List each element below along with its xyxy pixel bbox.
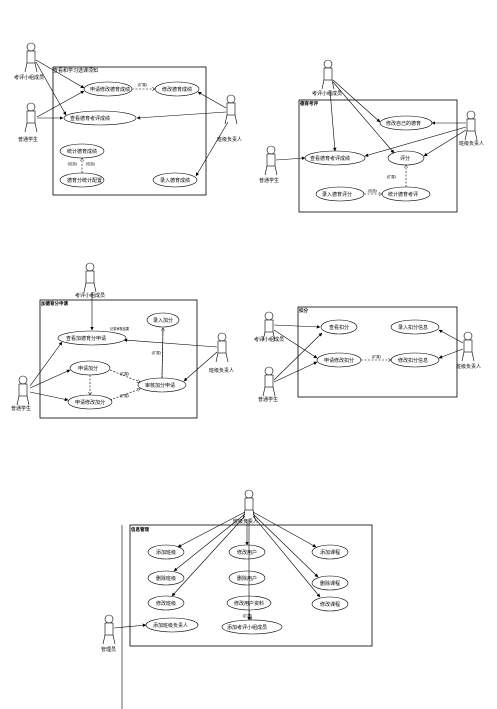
actor-label: 班级负责人 <box>233 518 258 525</box>
relation-label: 《扩展》 <box>385 174 398 179</box>
actor-icon <box>262 311 276 342</box>
use-case-label: 修改用户 <box>237 549 257 556</box>
use-case-label: 修改德育成绩 <box>162 86 192 93</box>
use-case <box>152 172 198 188</box>
actor-icon <box>264 145 278 176</box>
actor-label: 考评小组成员 <box>14 74 44 81</box>
use-case-label: 查看德育考评成绩 <box>70 115 110 122</box>
use-case-label: 修改班级 <box>156 600 176 607</box>
use-case-label: 添加班级 <box>156 549 176 556</box>
use-case <box>63 110 137 126</box>
actor-icon <box>464 110 478 141</box>
diagram-title: 扣分 <box>299 307 308 314</box>
use-case <box>320 319 358 335</box>
use-case <box>147 570 185 586</box>
system-boundary <box>52 66 207 196</box>
relation-label: 《扩展》 <box>150 350 163 355</box>
use-case-label: 德育分统计配置 <box>67 177 102 184</box>
actor-label: 班级负责人 <box>217 136 242 143</box>
actor-label: 普通学生 <box>258 396 278 403</box>
relation-label: 《包括》 <box>66 161 79 166</box>
actor-label: 普通学生 <box>11 405 31 412</box>
use-case-label: 添加课程 <box>320 549 340 556</box>
use-case-label: 统计德育成绩 <box>67 148 97 155</box>
actor-label: 班级负责人 <box>209 367 234 374</box>
use-case-label: 录入德育评分 <box>322 191 352 198</box>
use-case <box>311 544 349 560</box>
diagram-5: 信息管理 班级负责人 管理员 添加班级 删除班级 修改班级 添加班级负责人 修改… <box>101 489 373 709</box>
use-case-label: 查看扣分 <box>329 324 349 331</box>
use-case-label: 修改扣分信息 <box>398 357 428 364</box>
use-case <box>390 319 440 335</box>
actor-label: 考评小组成员 <box>312 90 342 97</box>
diagram-title: 信息管理 <box>131 526 149 533</box>
relation-label: 记录审核结果 <box>110 326 130 331</box>
diagram-1: 查看和学习选课须知 考评小组成员 普通学生 班级负责人 申请修改德育成绩 修改德… <box>14 42 242 196</box>
use-case-label: 添加班级负责人 <box>153 622 188 629</box>
use-case-label: 申请修改扣分 <box>324 357 354 364</box>
use-case-label: 申请修改德育成绩 <box>90 86 130 93</box>
actor-label: 普通学生 <box>18 136 38 143</box>
actor-icon <box>24 42 38 73</box>
relation-label: 《扩展》 <box>136 82 149 87</box>
use-case <box>228 570 266 586</box>
use-case-label: 申请修改加分 <box>75 399 105 406</box>
system-boundary <box>129 524 373 647</box>
diagram-title: 加德育分申请 <box>40 300 68 307</box>
relation-label: 《扩展》 <box>241 613 254 618</box>
use-case-label: 修改自己的德育 <box>386 120 421 127</box>
diagram-title: 德育考评 <box>300 100 318 107</box>
use-case-label: 删除用户 <box>237 575 257 582</box>
relation-label: 《包括》 <box>366 188 379 193</box>
actor-label: 考评小组成员 <box>75 292 105 299</box>
use-case-label: 评分 <box>400 155 410 162</box>
use-case <box>147 544 185 560</box>
diagram-2: 德育考评 考评小组成员 普通学生 班级负责人 修改自己的德育 查看德育考评成绩 … <box>259 59 484 213</box>
diagram-3: 加德育分申请 考评小组成员 普通学生 班级负责人 查看加德育分申请 录入加分 申… <box>11 262 234 419</box>
use-case-label: 删除课程 <box>320 580 340 587</box>
use-case-label: 查看德育考评成绩 <box>310 155 350 162</box>
use-case-label: 录入扣分信息 <box>398 324 428 331</box>
actor-icon <box>242 489 256 520</box>
actor-icon <box>224 94 238 125</box>
relation-label: 《扩展》 <box>370 354 383 359</box>
actor-label: 考评小组成员 <box>254 336 284 343</box>
use-case <box>57 330 127 346</box>
system-boundary <box>39 299 198 419</box>
actor-label: 班级负责人 <box>459 140 484 147</box>
actor-label: 管理员 <box>101 646 116 653</box>
actor-label: 普通学生 <box>259 177 279 184</box>
use-case-label: 统计德育考评 <box>388 191 418 198</box>
use-case <box>311 596 349 612</box>
use-case-label: 审核加分申请 <box>145 382 175 389</box>
actor-label: 班级负责人 <box>456 363 481 370</box>
actor-icon <box>83 262 97 293</box>
actor-icon <box>24 102 38 133</box>
relation-label: 《扩展》 <box>118 393 131 398</box>
relation-label: 《扩展》 <box>118 371 131 376</box>
use-case <box>146 312 180 328</box>
actor-icon <box>16 375 30 406</box>
diagram-title: 查看和学习选课须知 <box>53 67 98 74</box>
use-case <box>311 575 349 591</box>
actor-icon <box>215 332 229 363</box>
use-case-label: 录入德育成绩 <box>160 177 190 184</box>
use-case-label: 录入加分 <box>153 317 173 324</box>
use-case-label: 修改课程 <box>320 601 340 608</box>
relation-label: 《包括》 <box>84 161 97 166</box>
actor-icon <box>102 614 116 645</box>
use-case-label: 删除班级 <box>156 575 176 582</box>
actor-icon <box>461 331 475 362</box>
use-case-label: 添加考评小组成员 <box>227 624 267 631</box>
actor-icon <box>321 59 335 90</box>
system-boundary <box>298 99 458 213</box>
use-case <box>147 595 185 611</box>
use-case-label: 申请加分 <box>78 365 98 372</box>
actor-icon <box>262 366 276 397</box>
use-case-label: 查看加德育分申请 <box>66 335 106 342</box>
system-boundary <box>297 306 458 398</box>
diagram-4: 扣分 考评小组成员 普通学生 班级负责人 查看扣分 录入扣分信息 申请修改扣分 … <box>254 306 481 403</box>
